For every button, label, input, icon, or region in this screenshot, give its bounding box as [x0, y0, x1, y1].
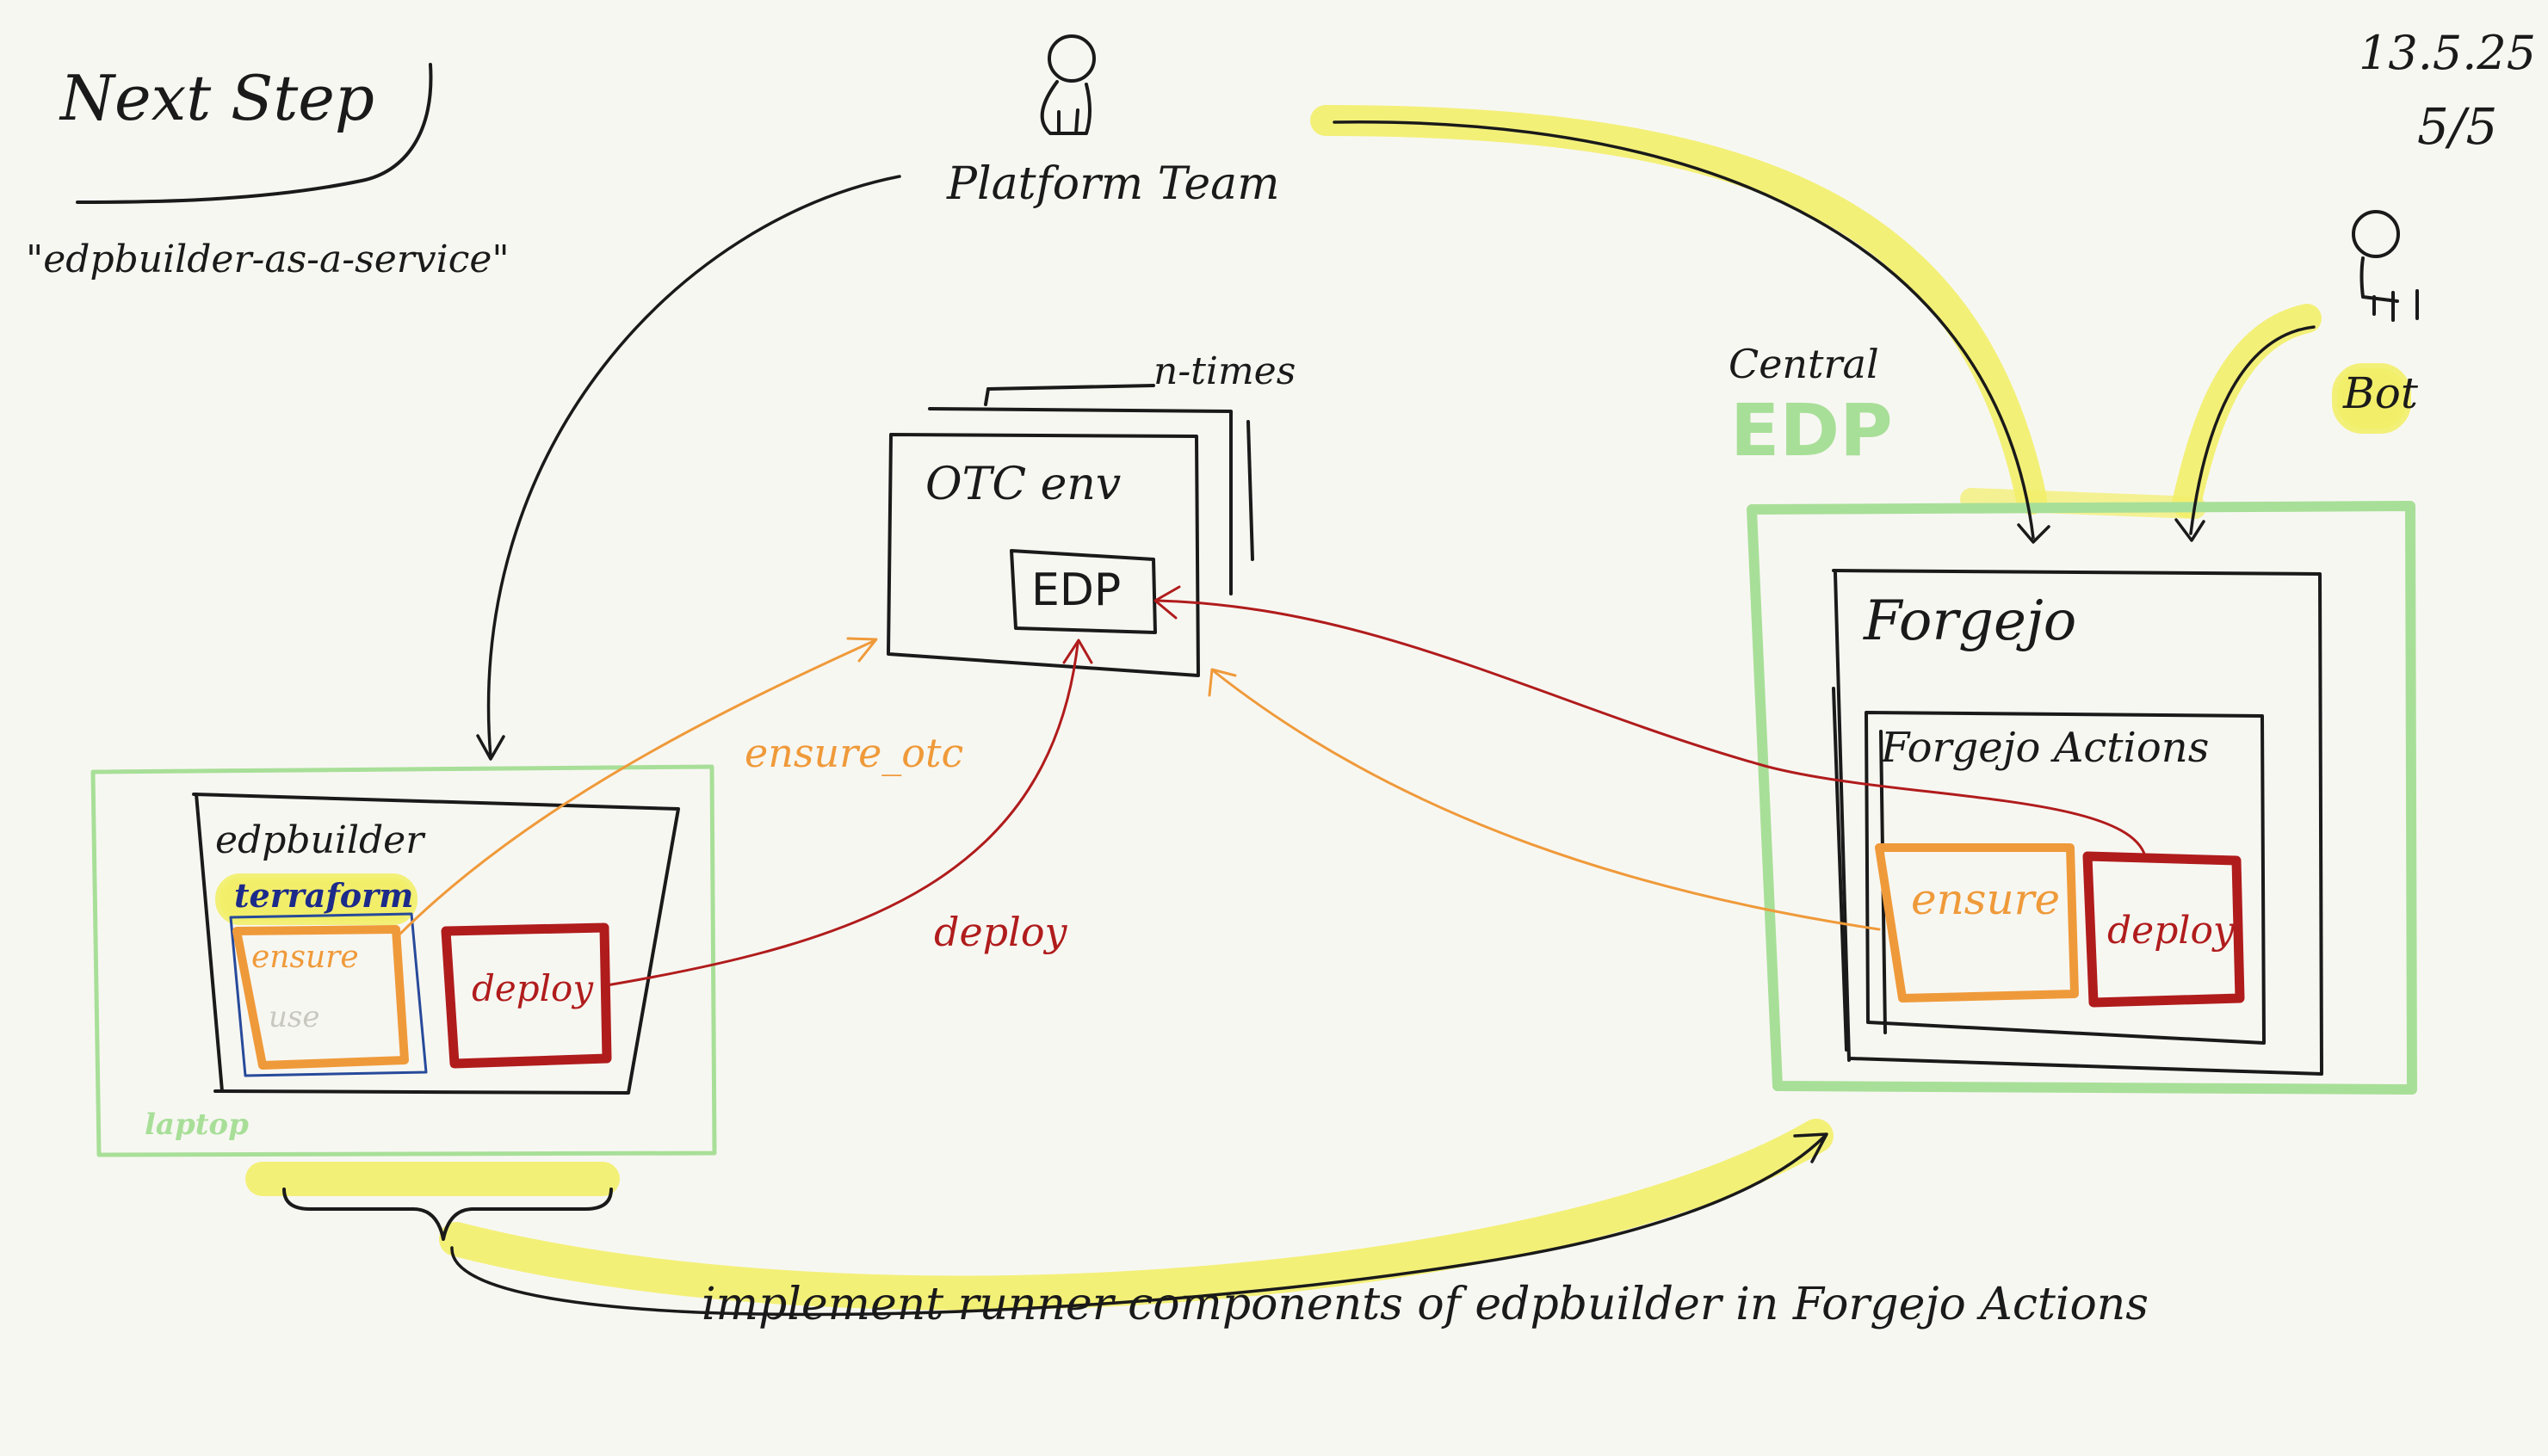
central-label: Central: [1729, 341, 1879, 387]
ensure-otc-arrow: [396, 637, 878, 938]
highlighter-strokes: [215, 105, 2411, 1311]
action-deploy-box: [2082, 851, 2245, 1008]
footer-arrow: [450, 1132, 1828, 1317]
page-number-label: 5/5: [2417, 97, 2498, 156]
platform-team-label: Platform Team: [947, 158, 1280, 210]
n-times-label: n-times: [1153, 349, 1296, 393]
footer-note: implement runner components of edpbuilde…: [702, 1279, 2149, 1330]
forgejo-label: Forgejo: [1864, 589, 2077, 653]
laptop-brace: [282, 1188, 613, 1241]
edpbuilder-box: [192, 793, 680, 1095]
page-subtitle: "edpbuilder-as-a-service": [26, 238, 510, 281]
central-edp-label: EDP: [1730, 388, 1893, 472]
bot-figure: [2352, 210, 2419, 322]
actions-ensure-to-otc-arrow: [1208, 668, 1881, 931]
laptop-frame: [90, 764, 717, 1157]
actions-deploy-to-edp-arrow: [1153, 585, 2147, 858]
forgejo-box: [1832, 569, 2323, 1076]
ensure-otc-label: ensure_otc: [745, 730, 964, 776]
bot-to-forgejo-arrow: [2174, 325, 2316, 542]
otc-edp-label: EDP: [1031, 565, 1122, 616]
action-deploy-label: deploy: [2107, 909, 2235, 953]
platform-team-figure: [1040, 34, 1096, 135]
forgejo-actions-label: Forgejo Actions: [1881, 724, 2210, 772]
terraform-box: [229, 912, 428, 1077]
otc-env-boxes: [887, 384, 1254, 677]
edpbuilder-deploy-arrow: [605, 639, 1093, 987]
platform-team-to-forgejo-arrow: [1333, 120, 2050, 544]
laptop-label: laptop: [145, 1107, 249, 1142]
edpbuilder-ensure-label: ensure: [251, 940, 359, 975]
date-label: 13.5.25: [2359, 26, 2537, 80]
action-ensure-label: ensure: [1911, 874, 2061, 924]
action-ensure-box: [1875, 843, 2079, 1003]
central-edp-frame: [1747, 501, 2417, 1095]
terraform-label: terraform: [234, 876, 414, 915]
edpbuilder-ensure-box: [232, 925, 409, 1070]
title-bracket: [76, 63, 433, 204]
platform-team-to-edpbuilder-arrow: [476, 175, 901, 761]
edpbuilder-deploy-label: deploy: [472, 967, 594, 1009]
deploy-arrow-label: deploy: [934, 909, 1067, 955]
otc-env-label: OTC env: [925, 459, 1122, 510]
edpbuilder-label: edpbuilder: [215, 818, 424, 862]
edpbuilder-use-label: use: [269, 1000, 320, 1034]
page-title: Next Step: [60, 62, 374, 134]
bot-label: Bot: [2343, 368, 2418, 418]
edpbuilder-deploy-box: [441, 922, 612, 1069]
